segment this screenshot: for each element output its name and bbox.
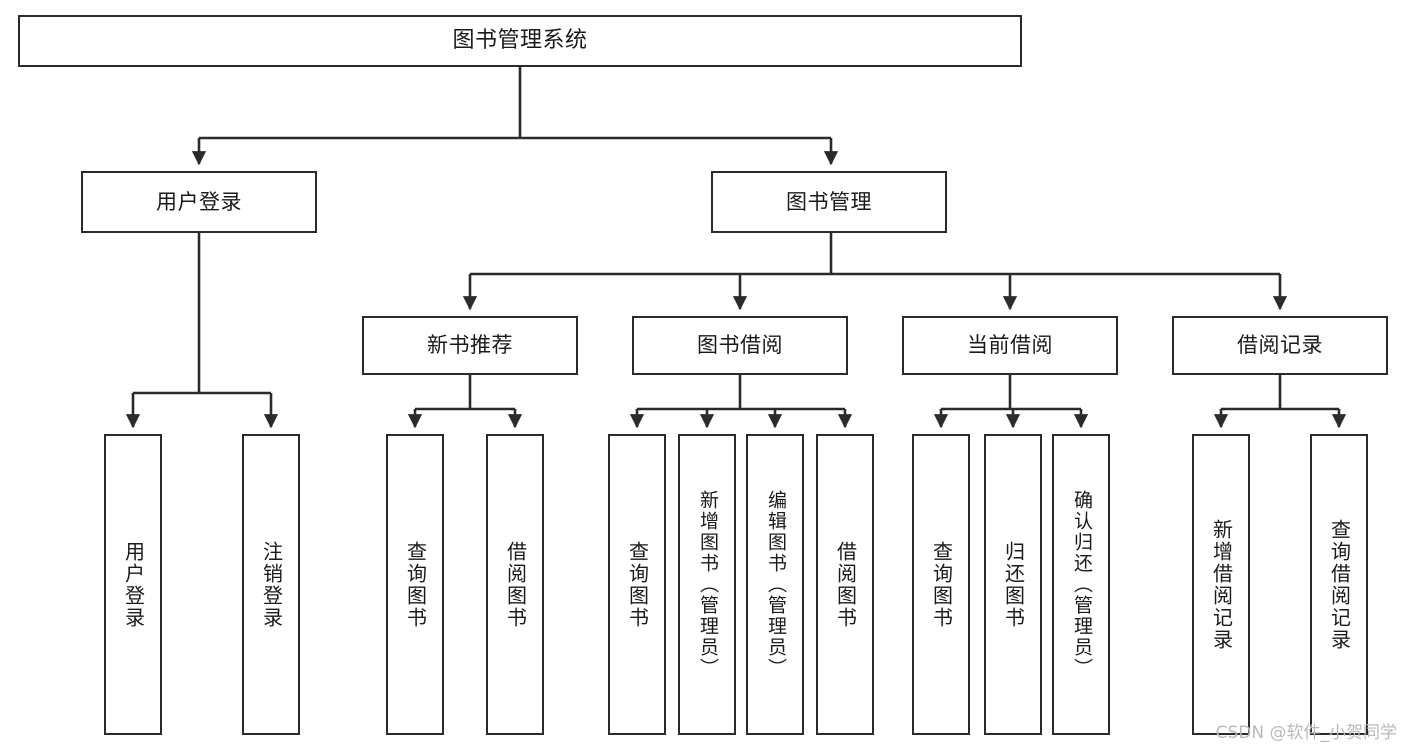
node-book-manage-label: 图书管理: [786, 189, 872, 214]
node-leaf-borrow-book-2-label: 借阅图书: [833, 540, 858, 629]
node-leaf-logout-label: 注销登录: [259, 540, 284, 629]
node-leaf-add-book-label: 新增图书（管理员）: [696, 490, 719, 679]
node-leaf-add-record[interactable]: 新增借阅记录: [1192, 434, 1250, 735]
node-leaf-query-record-label: 查询借阅记录: [1327, 518, 1352, 651]
node-leaf-add-book[interactable]: 新增图书（管理员）: [678, 434, 736, 735]
node-leaf-query-book-2-label: 查询图书: [625, 540, 650, 629]
node-leaf-query-book-1[interactable]: 查询图书: [386, 434, 444, 735]
node-user-login-label: 用户登录: [156, 189, 242, 214]
node-leaf-borrow-book-1-label: 借阅图书: [503, 540, 528, 629]
node-leaf-return-book-label: 归还图书: [1001, 540, 1026, 629]
watermark: CSDN @软件_小贺同学: [1215, 723, 1397, 743]
node-leaf-query-book-2[interactable]: 查询图书: [608, 434, 666, 735]
node-leaf-add-record-label: 新增借阅记录: [1209, 518, 1234, 651]
node-leaf-user-login[interactable]: 用户登录: [104, 434, 162, 735]
node-leaf-borrow-book-1[interactable]: 借阅图书: [486, 434, 544, 735]
node-leaf-query-book-3[interactable]: 查询图书: [912, 434, 970, 735]
node-leaf-edit-book-label: 编辑图书（管理员）: [764, 490, 787, 679]
node-book-borrow[interactable]: 图书借阅: [632, 316, 848, 375]
node-borrow-record-label: 借阅记录: [1237, 333, 1323, 358]
node-root-label: 图书管理系统: [452, 28, 588, 54]
node-leaf-query-record[interactable]: 查询借阅记录: [1310, 434, 1368, 735]
node-leaf-user-login-label: 用户登录: [121, 540, 146, 629]
node-borrow-record[interactable]: 借阅记录: [1172, 316, 1388, 375]
node-leaf-edit-book[interactable]: 编辑图书（管理员）: [746, 434, 804, 735]
node-root[interactable]: 图书管理系统: [18, 15, 1022, 67]
node-leaf-confirm-return-label: 确认归还（管理员）: [1070, 490, 1093, 679]
node-current-borrow[interactable]: 当前借阅: [902, 316, 1118, 375]
node-leaf-return-book[interactable]: 归还图书: [984, 434, 1042, 735]
node-leaf-query-book-1-label: 查询图书: [403, 540, 428, 629]
node-new-book-recommend-label: 新书推荐: [427, 333, 513, 358]
node-leaf-logout[interactable]: 注销登录: [242, 434, 300, 735]
node-leaf-confirm-return[interactable]: 确认归还（管理员）: [1052, 434, 1110, 735]
node-new-book-recommend[interactable]: 新书推荐: [362, 316, 578, 375]
node-leaf-query-book-3-label: 查询图书: [929, 540, 954, 629]
node-book-borrow-label: 图书借阅: [697, 333, 783, 358]
node-current-borrow-label: 当前借阅: [967, 333, 1053, 358]
node-user-login[interactable]: 用户登录: [81, 171, 317, 233]
node-leaf-borrow-book-2[interactable]: 借阅图书: [816, 434, 874, 735]
node-book-manage[interactable]: 图书管理: [711, 171, 947, 233]
